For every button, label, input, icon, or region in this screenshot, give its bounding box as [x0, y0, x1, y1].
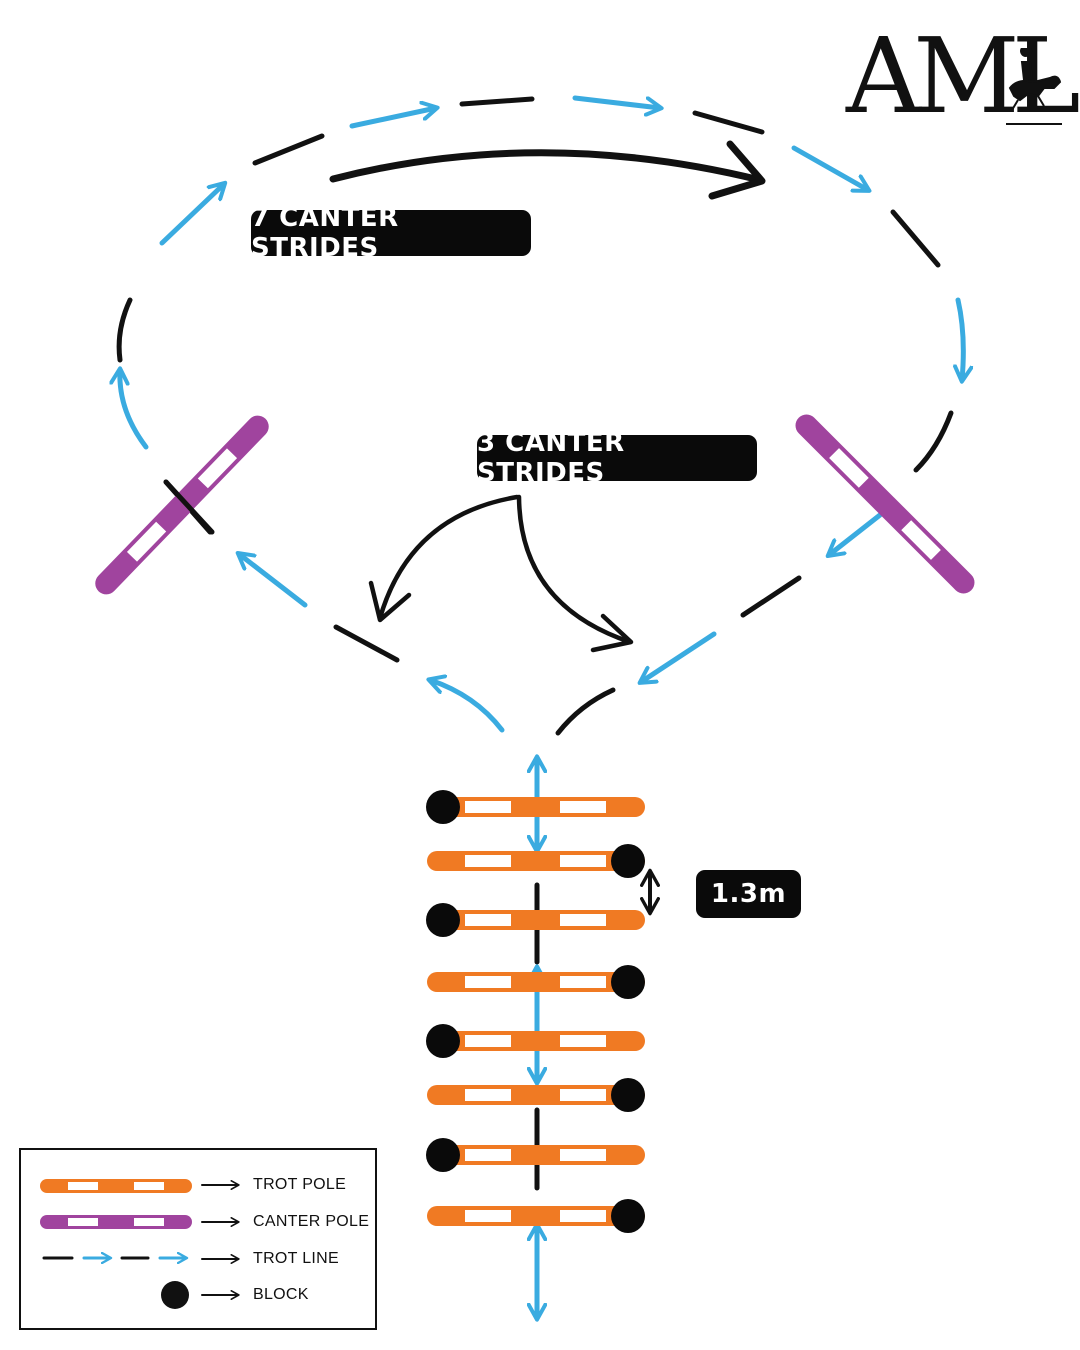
block-icon [611, 1199, 645, 1233]
trot-line-cross-left [163, 479, 215, 535]
trot-pole [427, 1078, 645, 1112]
distance-label: 1.3m [696, 870, 801, 918]
seven-canter-strides-label: 7 CANTER STRIDES [251, 203, 531, 263]
block-icon [611, 965, 645, 999]
trot-pole [427, 844, 645, 878]
three-strides-arrowhead-right [590, 613, 634, 653]
legend-trot-line-label: TROT LINE [253, 1250, 339, 1267]
trot-pole [426, 790, 645, 824]
legend-canter-pole-label: CANTER POLE [253, 1213, 370, 1230]
block-icon [426, 1138, 460, 1172]
canter-pole-left [95, 415, 269, 595]
trot-pole [426, 903, 645, 937]
seven-strides-arrowhead [708, 140, 766, 200]
three-strides-arrow-left [377, 494, 520, 621]
block-icon [426, 903, 460, 937]
horse-rider-icon [1006, 48, 1062, 125]
trot-line-loop [116, 96, 954, 736]
trot-pole [426, 1024, 645, 1058]
block-icon [611, 844, 645, 878]
three-strides-arrow-right [516, 494, 633, 645]
block-icon [426, 1024, 460, 1058]
trot-pole [426, 1138, 645, 1172]
trot-pole [427, 1199, 645, 1233]
legend-trot-pole-label: TROT POLE [253, 1176, 347, 1193]
legend-trot-pole-symbol [40, 1179, 192, 1193]
logo-text: AML [846, 15, 1080, 137]
block-icon [426, 790, 460, 824]
three-strides-arrowhead-left [368, 580, 412, 623]
legend-block-label: BLOCK [253, 1286, 309, 1303]
three-canter-strides-label: 3 CANTER STRIDES [477, 428, 757, 488]
legend-canter-pole-symbol [40, 1215, 192, 1229]
legend-symbols [40, 1179, 240, 1309]
canter-pole-right [795, 414, 975, 594]
trot-line-arrows [120, 95, 963, 733]
trot-poles [426, 790, 645, 1233]
legend-block-symbol [161, 1281, 189, 1309]
seven-strides-arrow [329, 149, 764, 184]
brand-logo: AML [846, 24, 1080, 128]
legend-arrows [201, 1180, 240, 1300]
legend: TROT POLE CANTER POLE TROT LINE BLOCK [19, 1148, 377, 1330]
trot-pole [427, 965, 645, 999]
block-icon [611, 1078, 645, 1112]
